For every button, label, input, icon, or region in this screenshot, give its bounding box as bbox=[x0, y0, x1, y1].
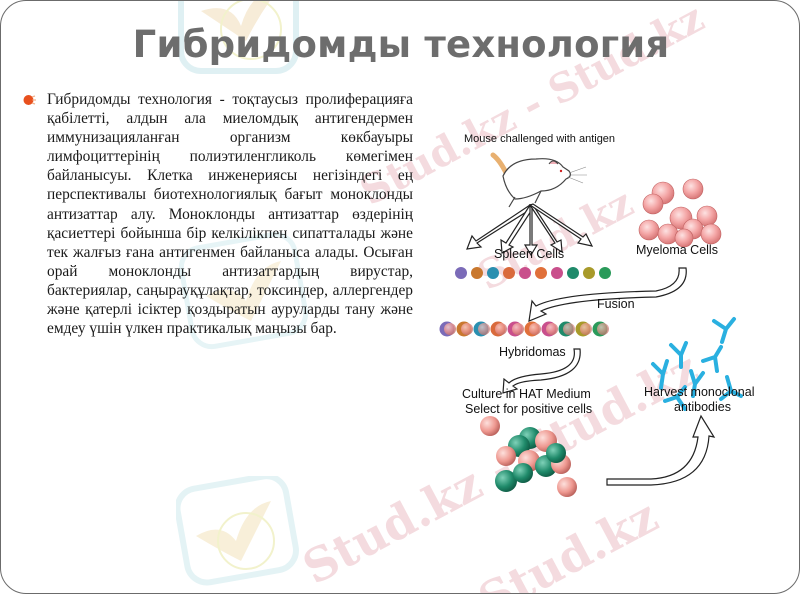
spleen-cells-row-icon bbox=[455, 267, 611, 279]
spleen-cells-label: Spleen Cells bbox=[494, 247, 565, 261]
myeloma-cells-icon bbox=[638, 178, 722, 248]
myeloma-cells-label: Myeloma Cells bbox=[636, 243, 718, 257]
fusion-arrow-icon bbox=[528, 267, 687, 322]
harvest-arrow-icon bbox=[606, 414, 716, 486]
culture-label-line1: Culture in HAT Medium bbox=[462, 387, 591, 401]
hybridoma-diagram: Mouse challenged with antigen bbox=[431, 121, 799, 501]
fusion-label: Fusion bbox=[597, 297, 635, 311]
antibodies-icon bbox=[651, 317, 743, 411]
hybridomas-row-icon bbox=[439, 321, 609, 337]
slide-title: Гибридомды технология bbox=[132, 23, 670, 66]
mouse-label: Mouse challenged with antigen bbox=[464, 133, 616, 145]
harvest-label-line2: antibodies bbox=[674, 400, 731, 414]
body-text: Гибридомды технология - тоқтаусыз пролиф… bbox=[47, 91, 413, 338]
diagram-graphics bbox=[439, 152, 743, 497]
culture-arrow-icon bbox=[502, 348, 581, 394]
watermark-text: Stud.kz bbox=[469, 488, 667, 594]
orange-head-bullet-icon bbox=[23, 95, 36, 105]
mouse-icon bbox=[490, 152, 587, 208]
culture-cells-icon bbox=[480, 416, 577, 497]
hummingbird-logo-watermark-icon bbox=[176, 476, 299, 586]
harvest-label-line1: Harvest monoclonal bbox=[644, 385, 755, 399]
culture-label-line2: Select for positive cells bbox=[465, 402, 593, 416]
hybridomas-label: Hybridomas bbox=[499, 345, 566, 359]
spleen-arrows-icon bbox=[466, 203, 594, 257]
